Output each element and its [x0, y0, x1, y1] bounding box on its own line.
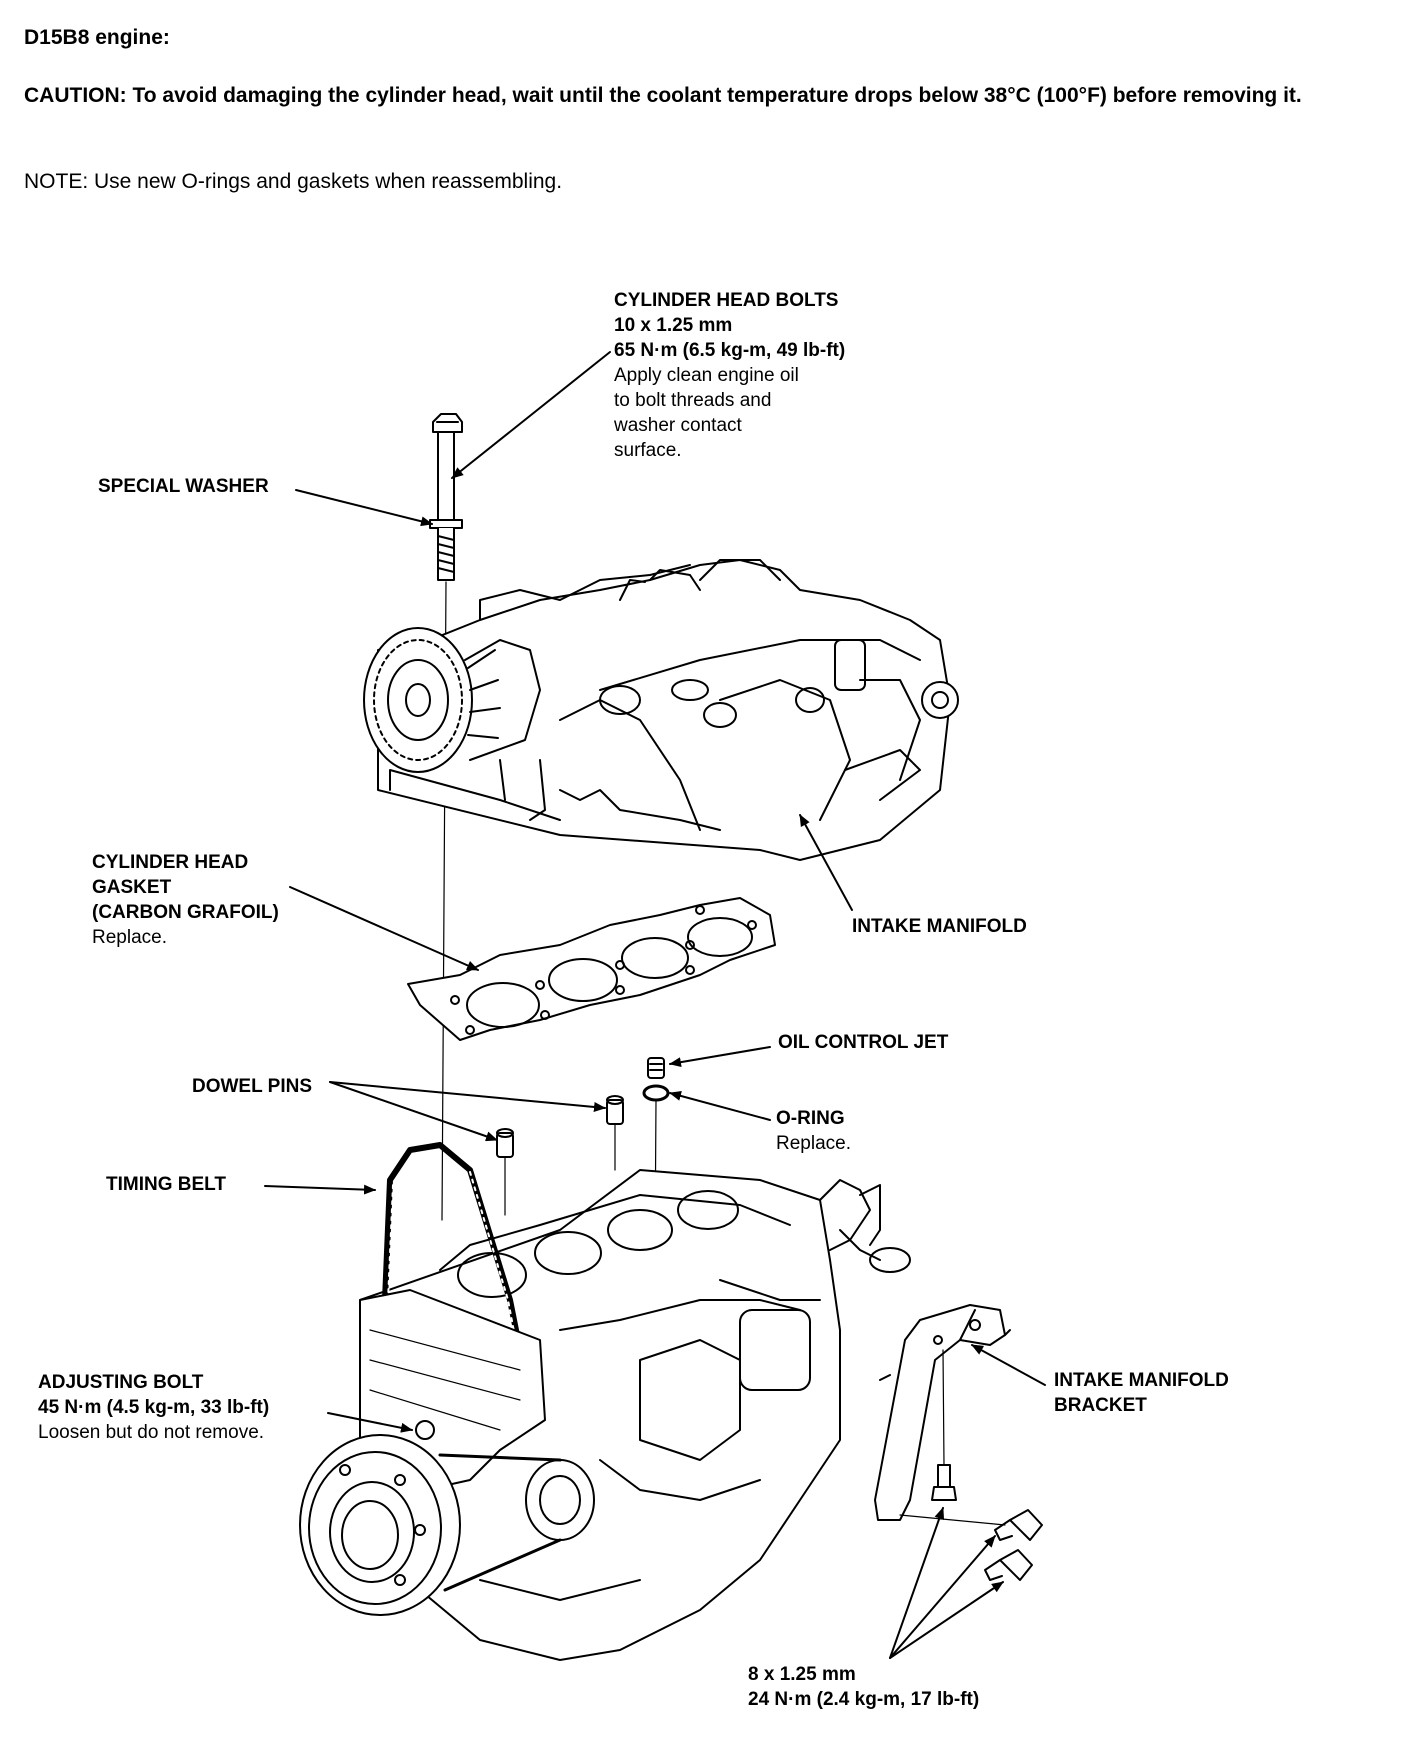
- head-bolts-note-3: washer contact: [614, 415, 742, 436]
- bracket-bolt: [985, 1550, 1032, 1580]
- bracket-bolt: [995, 1510, 1042, 1540]
- oil-control-jet-title: OIL CONTROL JET: [778, 1032, 949, 1053]
- cylinder-head-gasket-drawing: [408, 898, 775, 1040]
- head-bolts-torque: 65 N·m (6.5 kg-m, 49 lb-ft): [614, 340, 846, 361]
- timing-belt-title: TIMING BELT: [106, 1174, 226, 1195]
- intake-manifold-bracket-drawing: [875, 1305, 1010, 1520]
- engine-block-drawing: [360, 1170, 910, 1660]
- engine-title: D15B8 engine:: [24, 26, 170, 49]
- bracket-bolt: [932, 1465, 956, 1500]
- o-ring-part: [644, 1086, 668, 1100]
- head-bolts-size: 10 x 1.25 mm: [614, 315, 733, 336]
- head-gasket-line-2: GASKET: [92, 877, 172, 898]
- bracket-bolts-torque: 24 N·m (2.4 kg-m, 17 lb-ft): [748, 1689, 980, 1710]
- leader-arrows: [265, 352, 1045, 1658]
- label-special-washer: SPECIAL WASHER: [98, 474, 269, 499]
- manifold-bracket-line-2: BRACKET: [1054, 1395, 1147, 1416]
- dowel-pins-title: DOWEL PINS: [192, 1076, 312, 1097]
- label-timing-belt: TIMING BELT: [106, 1172, 226, 1197]
- camshaft-gear: [364, 628, 540, 772]
- dowel-pin: [607, 1096, 623, 1124]
- oil-control-jet: [648, 1058, 664, 1078]
- label-intake-manifold: INTAKE MANIFOLD: [852, 914, 1027, 939]
- head-bolts-note-1: Apply clean engine oil: [614, 365, 799, 386]
- cylinder-head-drawing: [378, 560, 958, 860]
- label-o-ring: O-RING Replace.: [776, 1106, 851, 1156]
- note-text: NOTE: Use new O-rings and gaskets when r…: [24, 170, 563, 193]
- crank-pulley: [300, 1435, 460, 1615]
- label-intake-manifold-bracket: INTAKE MANIFOLD BRACKET: [1054, 1368, 1229, 1418]
- label-cylinder-head-bolts: CYLINDER HEAD BOLTS 10 x 1.25 mm 65 N·m …: [614, 288, 845, 463]
- manifold-bracket-line-1: INTAKE MANIFOLD: [1054, 1370, 1229, 1391]
- label-cylinder-head-gasket: CYLINDER HEAD GASKET (CARBON GRAFOIL) Re…: [92, 850, 279, 950]
- o-ring-note: Replace.: [776, 1133, 851, 1154]
- head-bolts-note-4: surface.: [614, 440, 682, 461]
- o-ring-title: O-RING: [776, 1108, 845, 1129]
- adjusting-bolt-torque: 45 N·m (4.5 kg-m, 33 lb-ft): [38, 1397, 270, 1418]
- dowel-pin: [497, 1129, 513, 1157]
- head-bolts-title: CYLINDER HEAD BOLTS: [614, 290, 839, 311]
- label-dowel-pins: DOWEL PINS: [192, 1074, 312, 1099]
- intake-manifold-title: INTAKE MANIFOLD: [852, 916, 1027, 937]
- adjusting-bolt-title: ADJUSTING BOLT: [38, 1372, 204, 1393]
- head-gasket-line-3: (CARBON GRAFOIL): [92, 902, 279, 923]
- label-adjusting-bolt: ADJUSTING BOLT 45 N·m (4.5 kg-m, 33 lb-f…: [38, 1370, 269, 1445]
- adjusting-bolt-note: Loosen but do not remove.: [38, 1422, 265, 1443]
- adjusting-bolt-part: [416, 1421, 434, 1439]
- caution-text: CAUTION: To avoid damaging the cylinder …: [24, 84, 1302, 107]
- head-bolts-note-2: to bolt threads and: [614, 390, 772, 411]
- water-pump-pulley: [526, 1460, 594, 1540]
- label-bracket-bolts: 8 x 1.25 mm 24 N·m (2.4 kg-m, 17 lb-ft): [748, 1662, 979, 1712]
- label-oil-control-jet: OIL CONTROL JET: [778, 1030, 948, 1055]
- special-washer-title: SPECIAL WASHER: [98, 476, 269, 497]
- cylinder-head-bolt: [430, 414, 462, 580]
- head-gasket-note: Replace.: [92, 927, 167, 948]
- head-gasket-line-1: CYLINDER HEAD: [92, 852, 249, 873]
- bracket-bolts-size: 8 x 1.25 mm: [748, 1664, 856, 1685]
